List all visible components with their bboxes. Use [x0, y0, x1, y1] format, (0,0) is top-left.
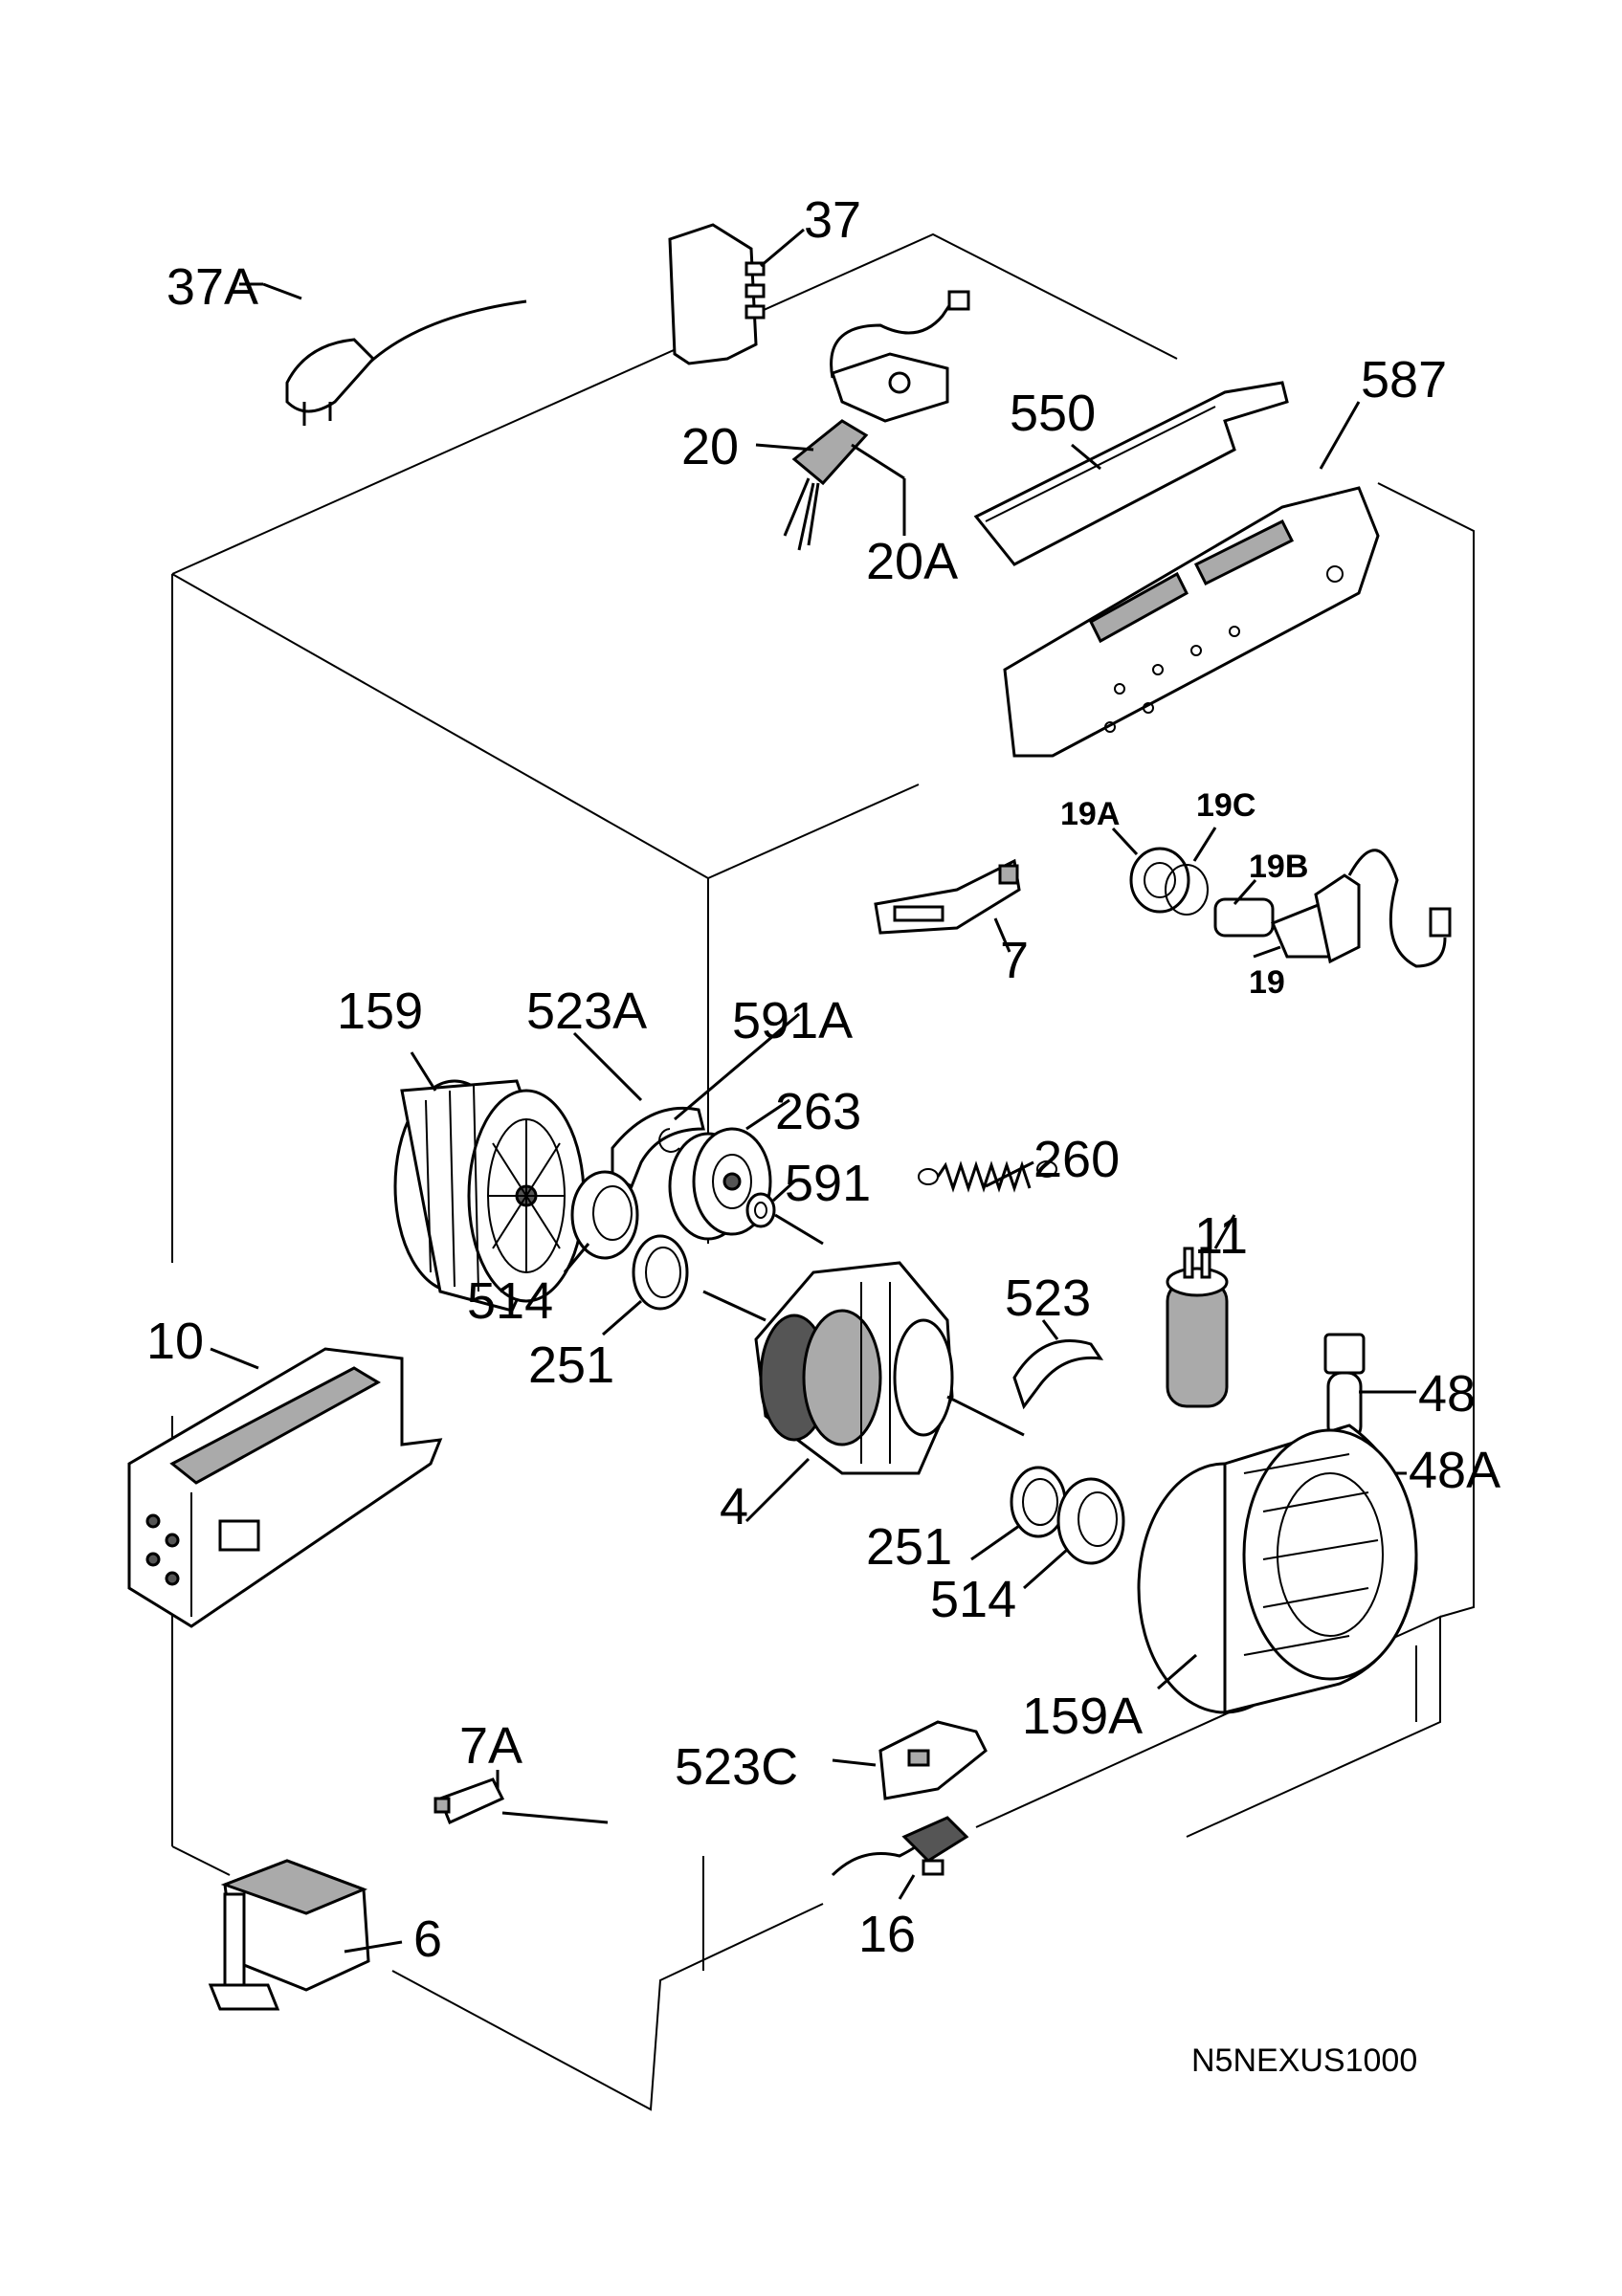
label-48a: 48A [1409, 1442, 1500, 1499]
part-523-bearing-bracket [1012, 1319, 1104, 1410]
label-523a: 523A [526, 982, 647, 1040]
part-10-heater [127, 1347, 443, 1628]
label-523c: 523C [675, 1738, 798, 1796]
label-6: 6 [413, 1910, 442, 1968]
label-159: 159 [337, 982, 423, 1040]
part-260-spring [918, 1160, 1057, 1193]
label-19: 19 [1249, 964, 1285, 1001]
part-11-capacitor [1166, 1214, 1236, 1408]
part-587-control-board [1003, 401, 1380, 758]
label-251-right: 251 [866, 1518, 952, 1576]
label-260: 260 [1033, 1131, 1120, 1188]
part-159a-blower-wheel [1137, 1424, 1418, 1714]
label-591a: 591A [732, 992, 853, 1049]
label-523: 523 [1005, 1269, 1091, 1327]
label-251-left: 251 [528, 1336, 614, 1394]
part-251-left-ring [602, 1234, 689, 1336]
label-514-right: 514 [930, 1571, 1016, 1628]
part-labels: 37 37A 20 20A 550 587 19A 19C 19B 19 7 1… [146, 191, 1500, 2079]
part-523c-switch [832, 1720, 988, 1800]
part-550-cover-strip [973, 381, 1289, 566]
label-159a: 159A [1022, 1688, 1143, 1745]
label-19b: 19B [1249, 849, 1308, 885]
label-550: 550 [1010, 385, 1096, 442]
label-4: 4 [720, 1478, 748, 1535]
part-37-terminal-block [668, 223, 805, 365]
label-20a: 20A [866, 533, 958, 590]
part-16-switch [831, 1816, 969, 1900]
label-48: 48 [1418, 1365, 1476, 1423]
part-6-pump [208, 1859, 403, 2011]
part-7a-micro-switch [433, 1770, 609, 1825]
part-19-lamp-assembly [1111, 827, 1452, 968]
label-7: 7 [1000, 932, 1029, 989]
label-37a: 37A [167, 258, 258, 316]
label-19c: 19C [1196, 787, 1255, 824]
part-523a-bearing-bracket [572, 1031, 705, 1189]
part-591a-clip [658, 1012, 800, 1153]
label-591: 591 [785, 1155, 871, 1212]
label-10: 10 [146, 1313, 204, 1370]
cabinet-outline [171, 232, 1475, 2111]
label-7a: 7A [459, 1717, 522, 1775]
label-20: 20 [681, 418, 739, 475]
part-48-sensor [1323, 1333, 1416, 1442]
label-514-left: 514 [467, 1272, 553, 1330]
part-20-wire-harness [755, 290, 970, 551]
part-7-door-switch [874, 858, 1021, 953]
label-587: 587 [1361, 351, 1447, 408]
label-37: 37 [804, 191, 861, 249]
label-19a: 19A [1060, 796, 1120, 832]
part-514-left-bearing [563, 1170, 639, 1273]
part-514-right-bearing [1023, 1477, 1125, 1590]
label-16: 16 [858, 1906, 916, 1963]
label-263: 263 [775, 1083, 861, 1140]
part-4-motor [702, 1213, 1025, 1523]
drawing-code: N5NEXUS1000 [1191, 2042, 1417, 2079]
part-159-fan-wheel [393, 1051, 586, 1313]
part-37a-power-cord [239, 282, 527, 426]
part-251-right-ring [970, 1466, 1067, 1561]
part-591-washer [745, 1180, 796, 1228]
label-11: 11 [1194, 1207, 1248, 1265]
